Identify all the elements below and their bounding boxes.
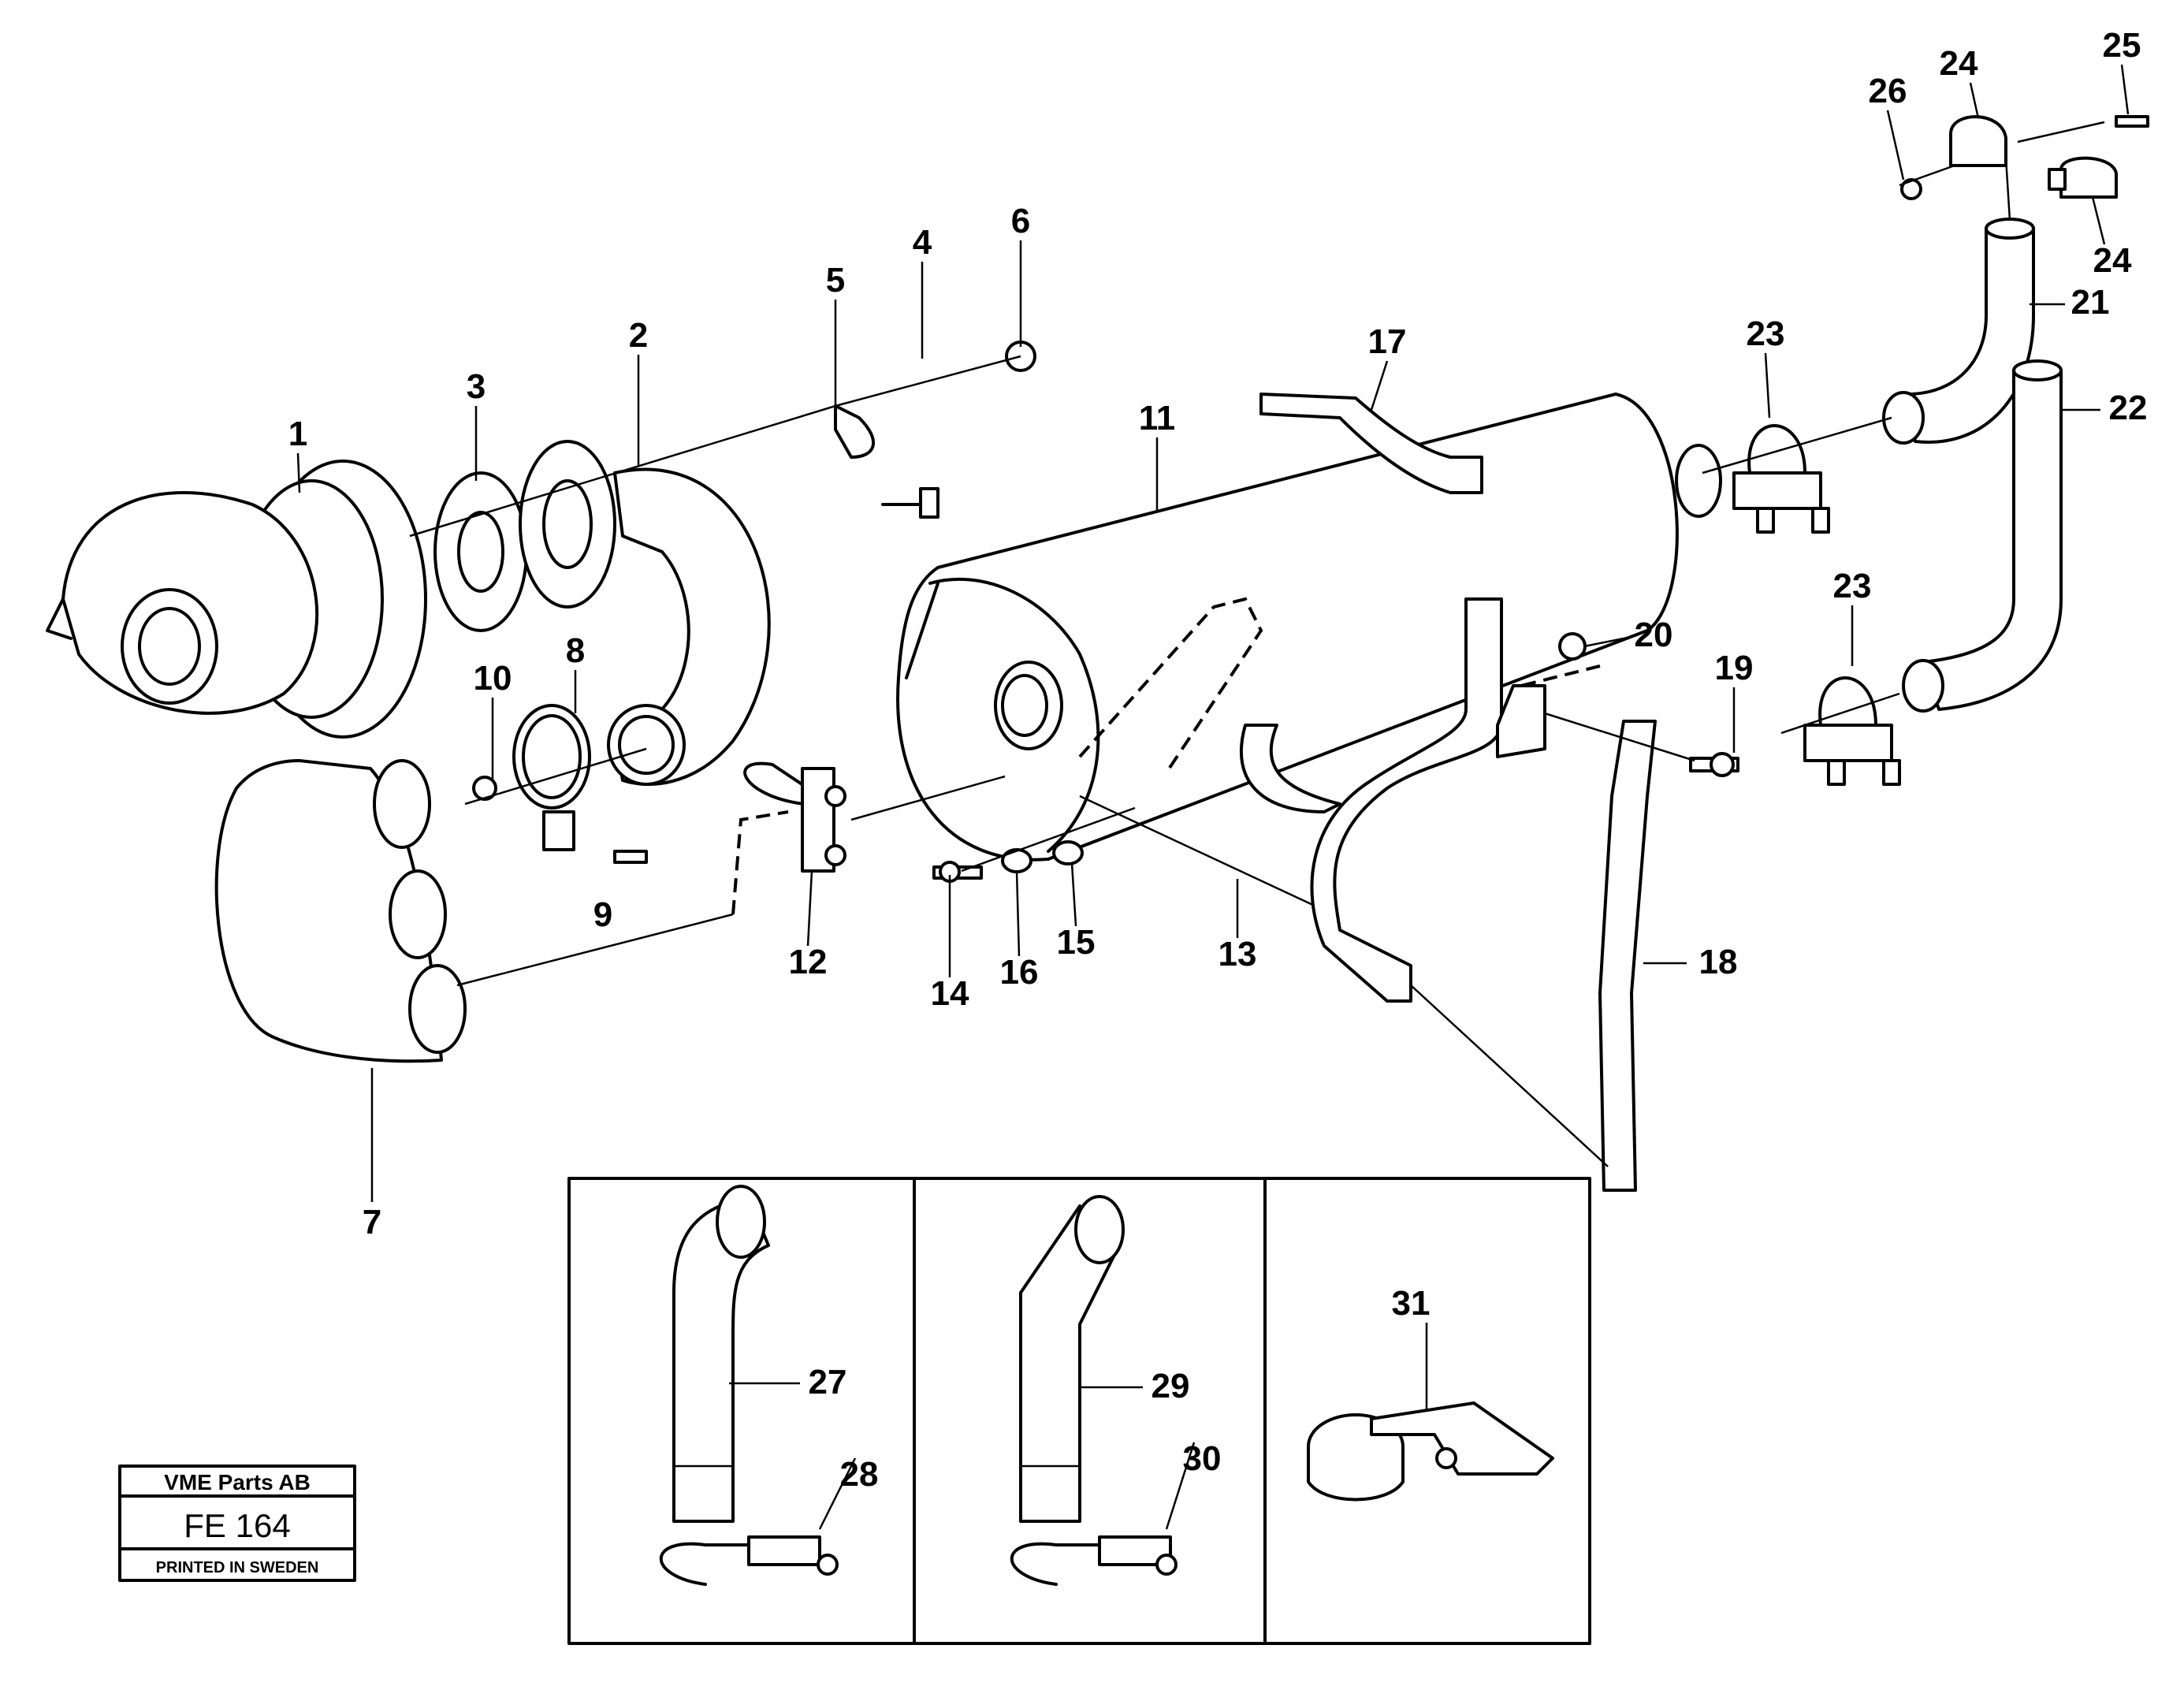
exhaust-manifold — [214, 759, 467, 1063]
turbocharger — [46, 460, 427, 739]
callout-label: 22 — [2109, 389, 2148, 427]
title-block-footer: PRINTED IN SWEDEN — [156, 1559, 319, 1576]
callout-label: 11 — [1139, 399, 1176, 437]
support-bracket — [1240, 597, 1546, 1003]
callout-label: 23 — [1747, 314, 1785, 353]
callout-label: 27 — [809, 1363, 847, 1401]
clamp-ring — [512, 704, 591, 851]
band-clamp — [1949, 115, 2118, 199]
callout-label: 8 — [566, 631, 585, 670]
title-block-company: VME Parts AB — [164, 1470, 311, 1494]
pipe-clamp-upper — [1732, 424, 1830, 534]
callout-label: 21 — [2071, 283, 2110, 322]
callout-label: 10 — [474, 659, 512, 698]
stack-pipe-curved — [660, 1185, 839, 1586]
gasket — [433, 471, 528, 632]
title-block-code: FE 164 — [184, 1507, 290, 1544]
pipe-clamp-lower — [1803, 676, 1901, 786]
tail-pipe-short — [1882, 218, 2035, 445]
tail-pipe-long — [1902, 359, 2063, 713]
inset-panel — [567, 1177, 1591, 1645]
callout-label: 2 — [629, 316, 648, 355]
stay-bar — [1598, 720, 1657, 1192]
callout-label: 5 — [826, 261, 845, 300]
callout-label: 4 — [913, 223, 932, 262]
stack-pipe-angled — [1010, 1195, 1178, 1586]
callout-label: 26 — [1869, 72, 1907, 110]
upper-bracket — [1259, 393, 1483, 494]
callout-label: 23 — [1833, 567, 1872, 605]
callout-label: 17 — [1368, 322, 1407, 361]
callout-label: 24 — [2093, 241, 2132, 280]
callout-label: 19 — [1715, 649, 1754, 687]
fasteners — [472, 115, 2149, 883]
callout-label: 28 — [840, 1455, 879, 1494]
callout-label: 16 — [1000, 953, 1039, 992]
callout-label: 18 — [1699, 943, 1738, 981]
callout-label: 7 — [363, 1203, 381, 1241]
callout-label: 13 — [1219, 935, 1257, 973]
strap-outline — [1078, 597, 1263, 774]
callout-label: 20 — [1635, 616, 1673, 654]
title-block: VME Parts AB FE 164 PRINTED IN SWEDEN — [118, 1465, 356, 1582]
callout-leaders — [296, 64, 2130, 1530]
callout-label: 29 — [1152, 1367, 1190, 1405]
callout-label: 6 — [1011, 202, 1030, 240]
callout-label: 24 — [1940, 44, 1978, 83]
connection-lines — [409, 121, 2105, 1167]
callout-label: 25 — [2103, 26, 2141, 65]
callout-label: 1 — [288, 415, 307, 453]
callout-label: 12 — [789, 943, 828, 981]
u-bolt-clamp — [743, 761, 846, 873]
callout-labels: 1 2 3 4 5 6 7 8 9 10 11 12 13 14 15 16 1… — [288, 26, 2148, 1494]
muffler — [896, 393, 1722, 862]
callout-label: 3 — [467, 367, 486, 406]
callout-label: 9 — [593, 895, 612, 934]
callout-label: 15 — [1057, 923, 1096, 962]
rain-cap — [1307, 1401, 1554, 1502]
exhaust-bend-pipe — [519, 440, 771, 786]
callout-label: 14 — [931, 974, 969, 1013]
callout-label: 31 — [1392, 1284, 1431, 1323]
